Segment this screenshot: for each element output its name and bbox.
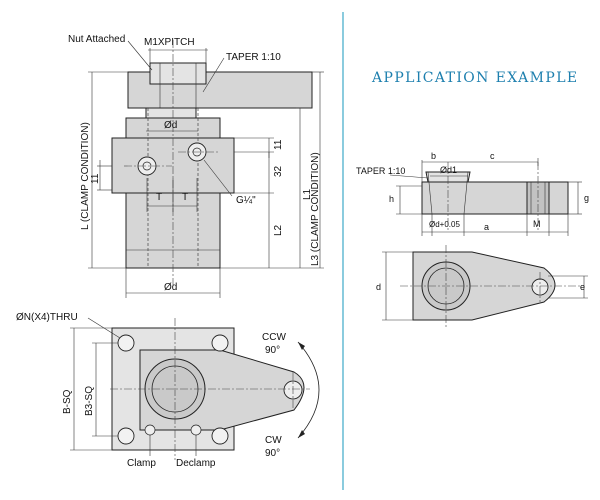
label-t-left: T xyxy=(156,192,162,203)
app-label-c: c xyxy=(490,151,495,161)
label-l3-clamp: L3 (CLAMP CONDITION) xyxy=(310,152,321,266)
mount-hole-bl xyxy=(117,427,135,445)
mount-hole-tl xyxy=(117,334,135,352)
app-side-dimensions xyxy=(389,158,582,236)
nut xyxy=(149,62,207,85)
label-32: 32 xyxy=(273,165,284,177)
app-top-dimensions xyxy=(382,251,588,321)
label-ccw: CCW xyxy=(262,332,286,343)
app-label-e: e xyxy=(580,282,585,292)
app-side-view xyxy=(421,162,569,232)
app-label-od1: Ød1 xyxy=(440,165,457,175)
app-label-od-tol: Ød+0.05 xyxy=(429,220,460,229)
front-view xyxy=(111,40,313,285)
app-label-m: M xyxy=(533,219,541,229)
app-label-b: b xyxy=(431,151,436,161)
app-label-a: a xyxy=(484,222,489,232)
label-11-left: 11 xyxy=(90,173,101,184)
label-od-top: Ød xyxy=(164,120,177,131)
mount-hole-tr xyxy=(211,334,229,352)
label-11-right: 11 xyxy=(273,139,284,150)
app-label-d: d xyxy=(376,282,381,292)
top-view-dimensions xyxy=(70,317,197,456)
label-m1xpitch: M1XPITCH xyxy=(144,37,195,48)
label-b-sq: B-SQ xyxy=(62,389,73,414)
top-view xyxy=(110,318,320,460)
label-declamp: Declamp xyxy=(176,458,216,469)
label-g-quarter: G¼" xyxy=(236,194,256,206)
label-l2: L2 xyxy=(273,224,284,236)
front-view-dimensions xyxy=(88,40,324,298)
label-cw: CW xyxy=(265,435,282,446)
label-l1: L1 xyxy=(302,188,313,200)
mount-hole-br xyxy=(211,427,229,445)
label-taper-main: TAPER 1:10 xyxy=(226,52,281,63)
label-od-bottom: Ød xyxy=(164,282,177,293)
label-nut-attached: Nut Attached xyxy=(68,34,125,45)
app-top-view xyxy=(400,245,580,328)
application-example-title: APPLICATION EXAMPLE xyxy=(371,70,579,86)
app-label-g: g xyxy=(584,193,589,203)
label-clamp: Clamp xyxy=(127,458,156,469)
label-ccw-deg: 90° xyxy=(265,345,280,356)
app-label-h: h xyxy=(389,194,394,204)
label-t-right: T xyxy=(182,192,188,203)
app-label-taper: TAPER 1:10 xyxy=(356,166,405,176)
label-cw-deg: 90° xyxy=(265,448,280,459)
label-b3-sq: B3-SQ xyxy=(84,386,95,416)
label-l-clamp: L (CLAMP CONDITION) xyxy=(80,122,91,230)
label-on-thru: ØN(X4)THRU xyxy=(16,312,78,323)
